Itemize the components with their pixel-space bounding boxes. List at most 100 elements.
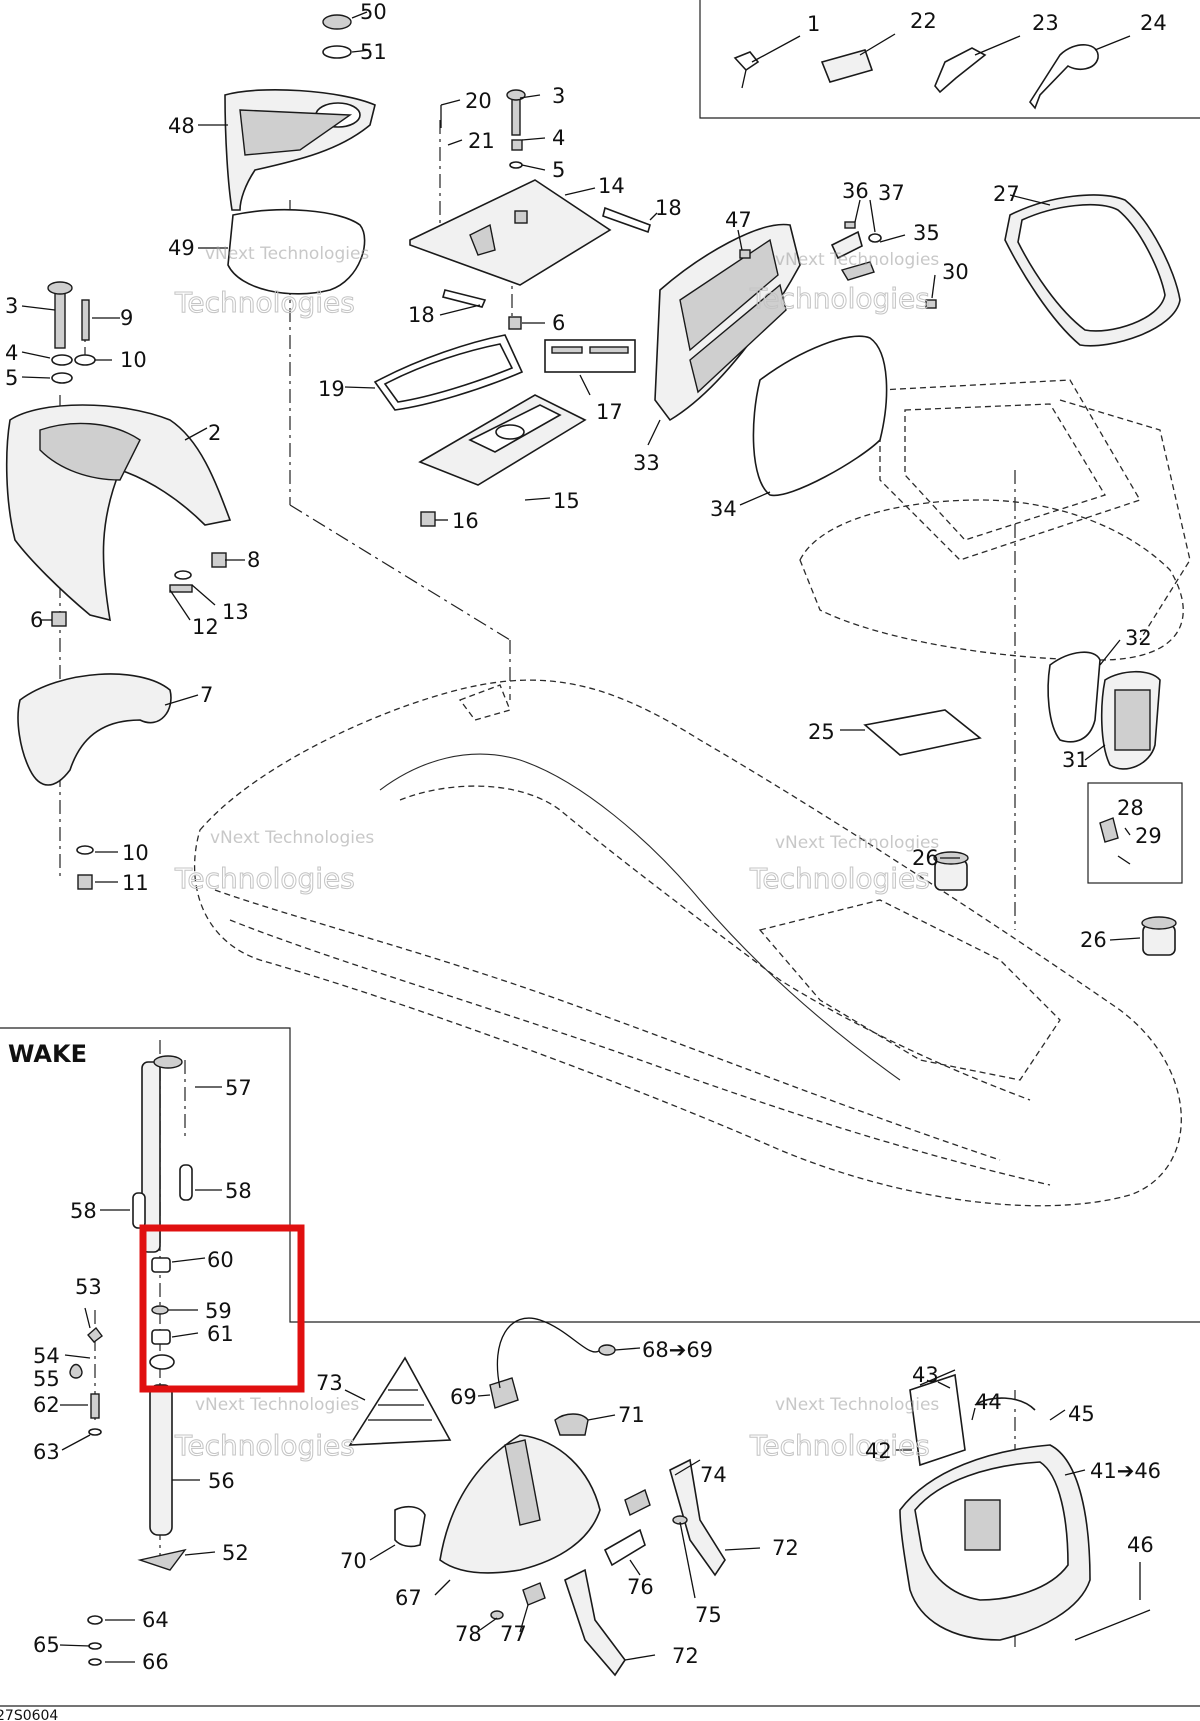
callout-number: 26 — [1080, 928, 1107, 952]
callout-number: 24 — [1140, 11, 1167, 35]
callout-number: 67 — [395, 1586, 422, 1610]
callout-number: 73 — [316, 1371, 343, 1395]
watermark-text: vNext Technologies — [195, 1395, 359, 1415]
callout-number: 5 — [5, 366, 18, 390]
callout-number: 31 — [1062, 748, 1089, 772]
callout-number: 66 — [142, 1650, 169, 1674]
callout-number: 6 — [552, 311, 565, 335]
callout-number: 71 — [618, 1403, 645, 1427]
callout-number: 74 — [700, 1463, 727, 1487]
callout-number: 14 — [598, 174, 625, 198]
callout-number: 27 — [993, 182, 1020, 206]
callout-number: 1 — [807, 12, 820, 36]
callout-number: 44 — [975, 1390, 1002, 1414]
callout-number: 25 — [808, 720, 835, 744]
wake-tower-assembly — [69, 1055, 193, 1666]
callout-number: 18 — [655, 196, 682, 220]
plate-25 — [863, 709, 982, 756]
callout-number: 51 — [360, 40, 387, 64]
hardware-35-36-37-47-30 — [739, 221, 937, 309]
callout-number: 46 — [1127, 1533, 1154, 1557]
callout-number: 43 — [912, 1363, 939, 1387]
section-title: WAKE — [8, 1040, 87, 1068]
callout-number: 12 — [192, 615, 219, 639]
watermark-text: vNext Technologies — [210, 828, 374, 848]
watermark-text: Technologies — [749, 282, 930, 315]
callout-number: 29 — [1135, 824, 1162, 848]
warning-label-17 — [544, 339, 636, 373]
callout-number: 2 — [208, 421, 221, 445]
callout-number: 55 — [33, 1367, 60, 1391]
callout-number: 15 — [553, 489, 580, 513]
tray-15 — [418, 394, 587, 527]
storage-bin-41-assembly — [899, 1369, 1151, 1641]
callout-number: 72 — [672, 1644, 699, 1668]
callout-number: 26 — [912, 846, 939, 870]
callout-number: 53 — [75, 1275, 102, 1299]
callout-number: 61 — [207, 1322, 234, 1346]
callout-number: 69 — [450, 1385, 477, 1409]
callout-number: 63 — [33, 1440, 60, 1464]
callout-number: 32 — [1125, 626, 1152, 650]
callout-number: 75 — [695, 1603, 722, 1627]
callout-number: 10 — [122, 841, 149, 865]
callout-number: 9 — [120, 306, 133, 330]
callout-number: 5 — [552, 158, 565, 182]
callout-number: 21 — [468, 129, 495, 153]
callout-number: 6 — [30, 608, 43, 632]
callout-number: 20 — [465, 89, 492, 113]
callout-number: 23 — [1032, 11, 1059, 35]
callout-number: 34 — [710, 497, 737, 521]
drain-plug-26 — [933, 851, 1177, 956]
warning-label-73 — [348, 1356, 452, 1446]
callout-number: 8 — [247, 548, 260, 572]
callout-number: 30 — [942, 260, 969, 284]
watermarks: vNext Technologies Technologies vNext Te… — [174, 244, 940, 1463]
callout-number: 45 — [1068, 1402, 1095, 1426]
callout-number: 49 — [168, 236, 195, 260]
callout-number: 36 — [842, 179, 869, 203]
callout-number: 59 — [205, 1299, 232, 1323]
gasket-34 — [752, 335, 888, 497]
callout-number: 76 — [627, 1575, 654, 1599]
callout-number: 35 — [913, 221, 940, 245]
callout-number: 3 — [552, 84, 565, 108]
callout-number: 68➔69 — [642, 1338, 713, 1362]
cover-7 — [17, 673, 172, 890]
watermark-text: Technologies — [174, 1429, 355, 1462]
handle-2-assembly — [5, 281, 232, 627]
callout-number: 42 — [865, 1439, 892, 1463]
watermark-text: vNext Technologies — [205, 244, 369, 264]
air-intake-33 — [654, 223, 801, 422]
callout-number: 41➔46 — [1090, 1459, 1161, 1483]
callout-number: 56 — [208, 1469, 235, 1493]
callout-number: 11 — [122, 871, 149, 895]
callout-number: 3 — [5, 294, 18, 318]
callout-number: 65 — [33, 1633, 60, 1657]
callout-leaders — [21, 11, 1141, 1663]
watermark-text: Technologies — [174, 286, 355, 319]
callout-number: 64 — [142, 1608, 169, 1632]
watermark-text: vNext Technologies — [775, 833, 939, 853]
watermark-text: Technologies — [174, 862, 355, 895]
callout-number: 48 — [168, 114, 195, 138]
watermark-text: vNext Technologies — [775, 250, 939, 270]
callout-number: 60 — [207, 1248, 234, 1272]
callout-number: 7 — [200, 683, 213, 707]
gasket-27 — [1004, 194, 1181, 347]
callout-number: 16 — [452, 509, 479, 533]
callout-number: 70 — [340, 1549, 367, 1573]
callout-number: 50 — [360, 0, 387, 24]
callout-number: 54 — [33, 1344, 60, 1368]
storage-bin-48 — [224, 14, 376, 295]
hull-outline — [193, 379, 1191, 1207]
callout-labels: 50 51 48 49 20 3 21 4 5 14 18 18 6 19 17… — [5, 0, 1167, 1674]
callout-number: 57 — [225, 1076, 252, 1100]
watermark-text: Technologies — [749, 862, 930, 895]
small-hardware-1-22-23-24 — [733, 44, 1099, 110]
callout-number: 77 — [500, 1622, 527, 1646]
gasket-32-hatch-31 — [1047, 651, 1161, 865]
callout-number: 13 — [222, 600, 249, 624]
